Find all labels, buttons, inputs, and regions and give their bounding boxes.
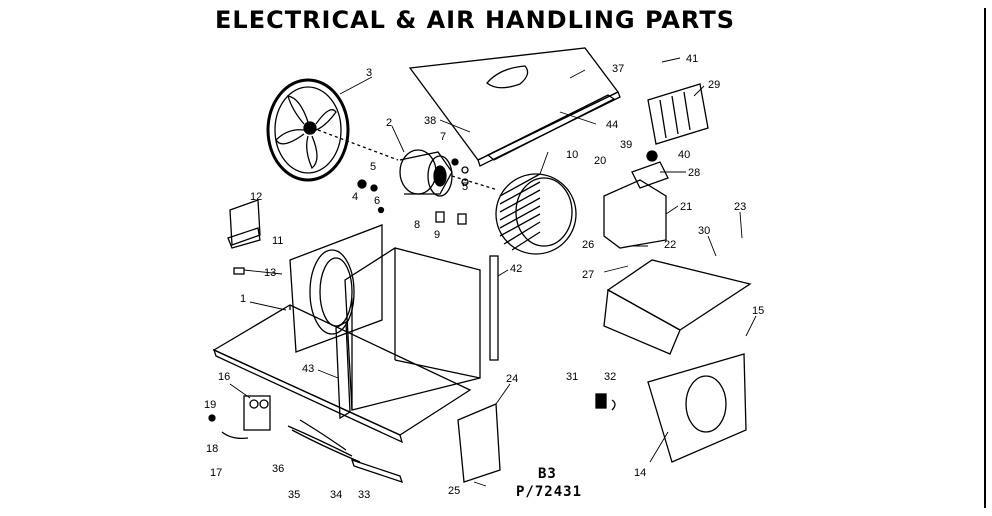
- top-cover-panel: [408, 47, 621, 167]
- part-label-15: 15: [752, 305, 764, 317]
- leader-lines: [229, 57, 757, 487]
- capacitor: [243, 395, 271, 431]
- part-label-8: 8: [414, 219, 420, 231]
- part-label-23: 23: [734, 201, 746, 213]
- part-label-14: 14: [634, 467, 646, 479]
- selector-switch: [595, 393, 616, 411]
- motor-hardware: [357, 158, 469, 225]
- part-label-42: 42: [510, 263, 522, 275]
- part-label-41: 41: [686, 53, 698, 65]
- part-label-26: 26: [582, 239, 594, 251]
- part-label-10: 10: [566, 149, 578, 161]
- part-label-40: 40: [678, 149, 690, 161]
- part-label-34: 34: [330, 489, 342, 501]
- base-pan: [212, 304, 472, 444]
- part-label-6: 6: [374, 195, 380, 207]
- part-label-5b: 5: [462, 181, 468, 193]
- part-label-29: 29: [708, 79, 720, 91]
- capacitor-strap: [208, 414, 249, 440]
- part-label-27: 27: [582, 269, 594, 281]
- upright-post: [335, 320, 351, 420]
- orifice-panel: [647, 353, 747, 463]
- part-label-4: 4: [352, 191, 358, 203]
- part-label-3: 3: [366, 67, 372, 79]
- part-label-25: 25: [448, 485, 460, 497]
- control-box: [603, 179, 667, 249]
- vertical-strip: [489, 255, 499, 361]
- part-label-9: 9: [434, 229, 440, 241]
- part-label-5a: 5: [370, 161, 376, 173]
- evaporator-shroud: [603, 259, 752, 355]
- part-label-18: 18: [206, 443, 218, 455]
- part-label-22: 22: [664, 239, 676, 251]
- part-label-17: 17: [210, 467, 222, 479]
- part-label-37: 37: [612, 63, 624, 75]
- part-label-32: 32: [604, 371, 616, 383]
- fan-motor: [399, 149, 499, 197]
- control-bracket: [631, 150, 669, 189]
- part-label-16: 16: [218, 371, 230, 383]
- part-label-43: 43: [302, 363, 314, 375]
- part-label-39: 39: [620, 139, 632, 151]
- wiring-harness: [287, 419, 404, 484]
- part-label-36: 36: [272, 463, 284, 475]
- part-label-13: 13: [264, 267, 276, 279]
- control-grille: [647, 83, 709, 145]
- part-label-30: 30: [698, 225, 710, 237]
- diagram-title: ELECTRICAL & AIR HANDLING PARTS: [215, 6, 735, 34]
- part-label-12: 12: [250, 191, 262, 203]
- blower-wheel: [495, 173, 577, 255]
- part-label-33: 33: [358, 489, 370, 501]
- cover-plate: [457, 403, 501, 483]
- part-label-28: 28: [688, 167, 700, 179]
- reference-number: P/72431: [516, 484, 583, 500]
- bracket-and-clip: [227, 199, 261, 275]
- condenser-shroud: [289, 224, 383, 353]
- part-label-35: 35: [288, 489, 300, 501]
- part-label-19: 19: [204, 399, 216, 411]
- part-labels: 3 2 37 38 44 41 29 39 40 10 20 28 21 23 …: [204, 53, 764, 501]
- part-label-11: 11: [272, 235, 283, 247]
- condenser-fan-blade: [266, 78, 399, 182]
- part-label-24: 24: [506, 373, 518, 385]
- part-label-21: 21: [680, 201, 692, 213]
- part-label-38: 38: [424, 115, 436, 127]
- top-rail: [486, 94, 616, 161]
- part-label-7: 7: [440, 131, 446, 143]
- part-label-1: 1: [240, 293, 246, 305]
- partition-box: [344, 247, 481, 411]
- page-edge-line: [984, 8, 986, 508]
- part-label-2: 2: [386, 117, 392, 129]
- reference-code: B3: [538, 466, 557, 482]
- part-label-31: 31: [566, 371, 578, 383]
- part-label-20: 20: [594, 155, 606, 167]
- part-label-44: 44: [606, 119, 618, 131]
